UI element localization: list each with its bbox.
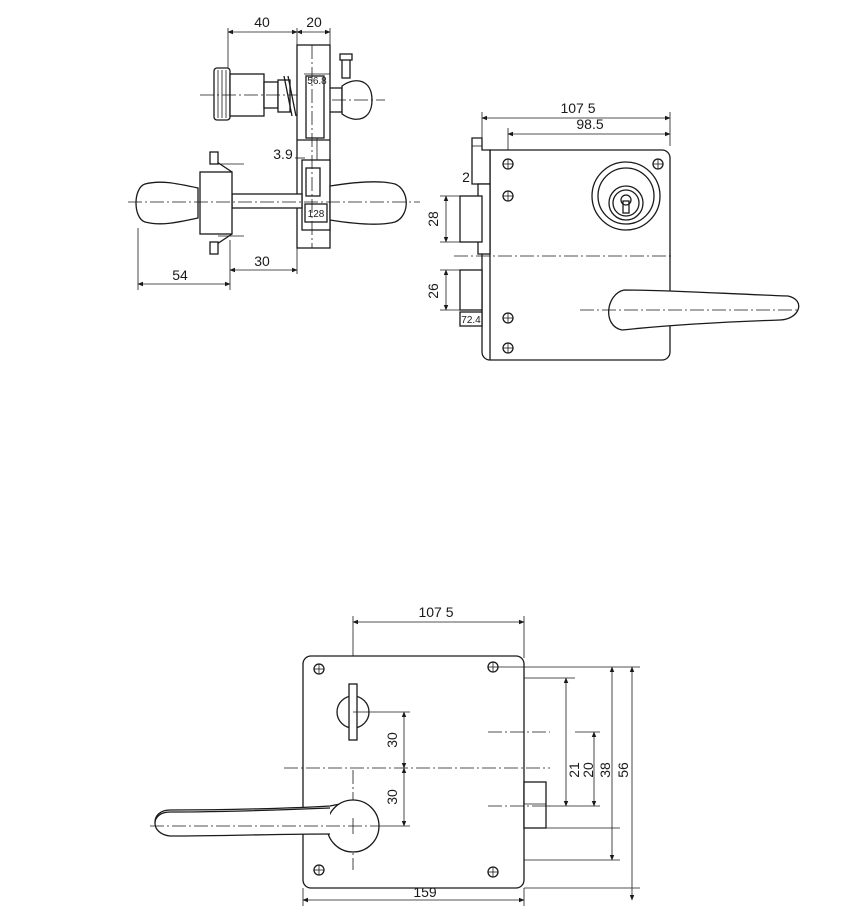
handle-rosette xyxy=(199,151,244,255)
tag-56-8: 56.8 xyxy=(307,76,327,87)
dim-label-26: 26 xyxy=(425,283,441,299)
tag-128: 128 xyxy=(308,209,325,220)
dim-label-56: 56 xyxy=(615,762,631,778)
dim-label-54: 54 xyxy=(172,267,188,283)
dim-label-28: 28 xyxy=(425,211,441,227)
dim-label-107-5-bottom: 107 5 xyxy=(418,604,453,620)
lock-case-rear xyxy=(302,655,525,889)
dim-label-98-5: 98.5 xyxy=(576,116,603,132)
dim-label-30: 30 xyxy=(254,253,270,269)
dim-label-159: 159 xyxy=(413,884,437,900)
screw-icons-bottom xyxy=(313,661,499,878)
latch-bolt-upper xyxy=(459,195,483,243)
lever-handle-left xyxy=(135,181,199,225)
bottom-view: 107 5 30 30 xyxy=(150,604,640,906)
dim-label-20: 20 xyxy=(306,14,322,30)
spindle xyxy=(231,193,303,209)
dim-label-21: 21 xyxy=(566,762,582,778)
side-view: 40 20 xyxy=(128,14,420,290)
lever-handle-right xyxy=(329,181,407,225)
lock-case-side xyxy=(296,44,331,249)
dim-label-107-5-top: 107 5 xyxy=(560,100,595,116)
dim-label-40: 40 xyxy=(254,14,270,30)
latch-rear xyxy=(523,781,547,829)
dim-label-2: 2 xyxy=(462,169,470,185)
dim-label-20-bottom: 20 xyxy=(580,762,596,778)
dim-label-30-upper: 30 xyxy=(384,732,400,748)
thumb-turn-knob xyxy=(310,53,385,120)
keyhole-cylinder xyxy=(591,161,661,231)
lock-cylinder xyxy=(200,67,300,121)
dim-label-30-lower: 30 xyxy=(384,789,400,805)
dead-bolt-lower xyxy=(459,269,483,311)
dim-label-3-9: 3.9 xyxy=(273,146,293,162)
dim-label-38: 38 xyxy=(597,762,613,778)
tag-72-4: 72.4 xyxy=(461,315,481,326)
screw-icons xyxy=(502,158,664,354)
front-view: 107 5 98.5 72.4 xyxy=(425,100,800,361)
